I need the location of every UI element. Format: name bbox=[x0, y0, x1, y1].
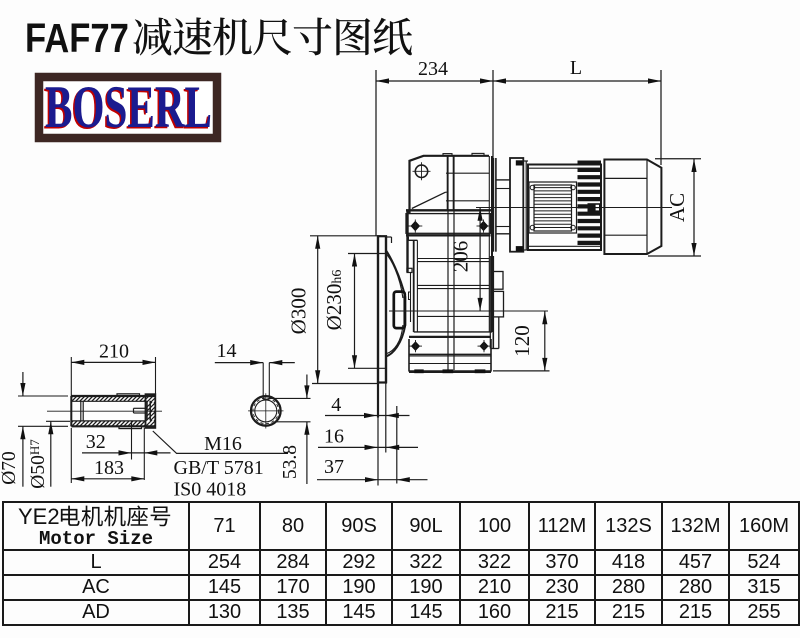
svg-text:234: 234 bbox=[418, 58, 448, 80]
svg-text:YE2: YE2 bbox=[18, 504, 60, 529]
svg-text:M16: M16 bbox=[204, 433, 242, 455]
svg-text:4: 4 bbox=[331, 394, 341, 416]
svg-text:120: 120 bbox=[510, 325, 534, 357]
svg-text:206: 206 bbox=[449, 241, 473, 273]
svg-text:Ø70: Ø70 bbox=[0, 451, 20, 485]
svg-text:32: 32 bbox=[86, 431, 106, 453]
svg-text:16: 16 bbox=[324, 426, 344, 448]
svg-text:Ø230h6: Ø230h6 bbox=[322, 270, 346, 331]
svg-text:GB/T 5781: GB/T 5781 bbox=[174, 457, 264, 479]
svg-text:FAF77: FAF77 bbox=[25, 16, 129, 61]
svg-text:37: 37 bbox=[324, 456, 344, 478]
svg-text:BOSERL: BOSERL bbox=[45, 74, 212, 140]
svg-text:Ø300: Ø300 bbox=[287, 288, 311, 335]
svg-text:210: 210 bbox=[99, 341, 129, 363]
svg-text:183: 183 bbox=[94, 457, 124, 479]
svg-text:L: L bbox=[570, 57, 582, 79]
svg-text:BOSERL: BOSERL bbox=[44, 76, 211, 142]
svg-text:IS0 4018: IS0 4018 bbox=[174, 479, 247, 501]
svg-text:53.8: 53.8 bbox=[280, 445, 301, 479]
svg-text:Ø50H7: Ø50H7 bbox=[27, 439, 49, 489]
svg-text:14: 14 bbox=[217, 340, 237, 362]
